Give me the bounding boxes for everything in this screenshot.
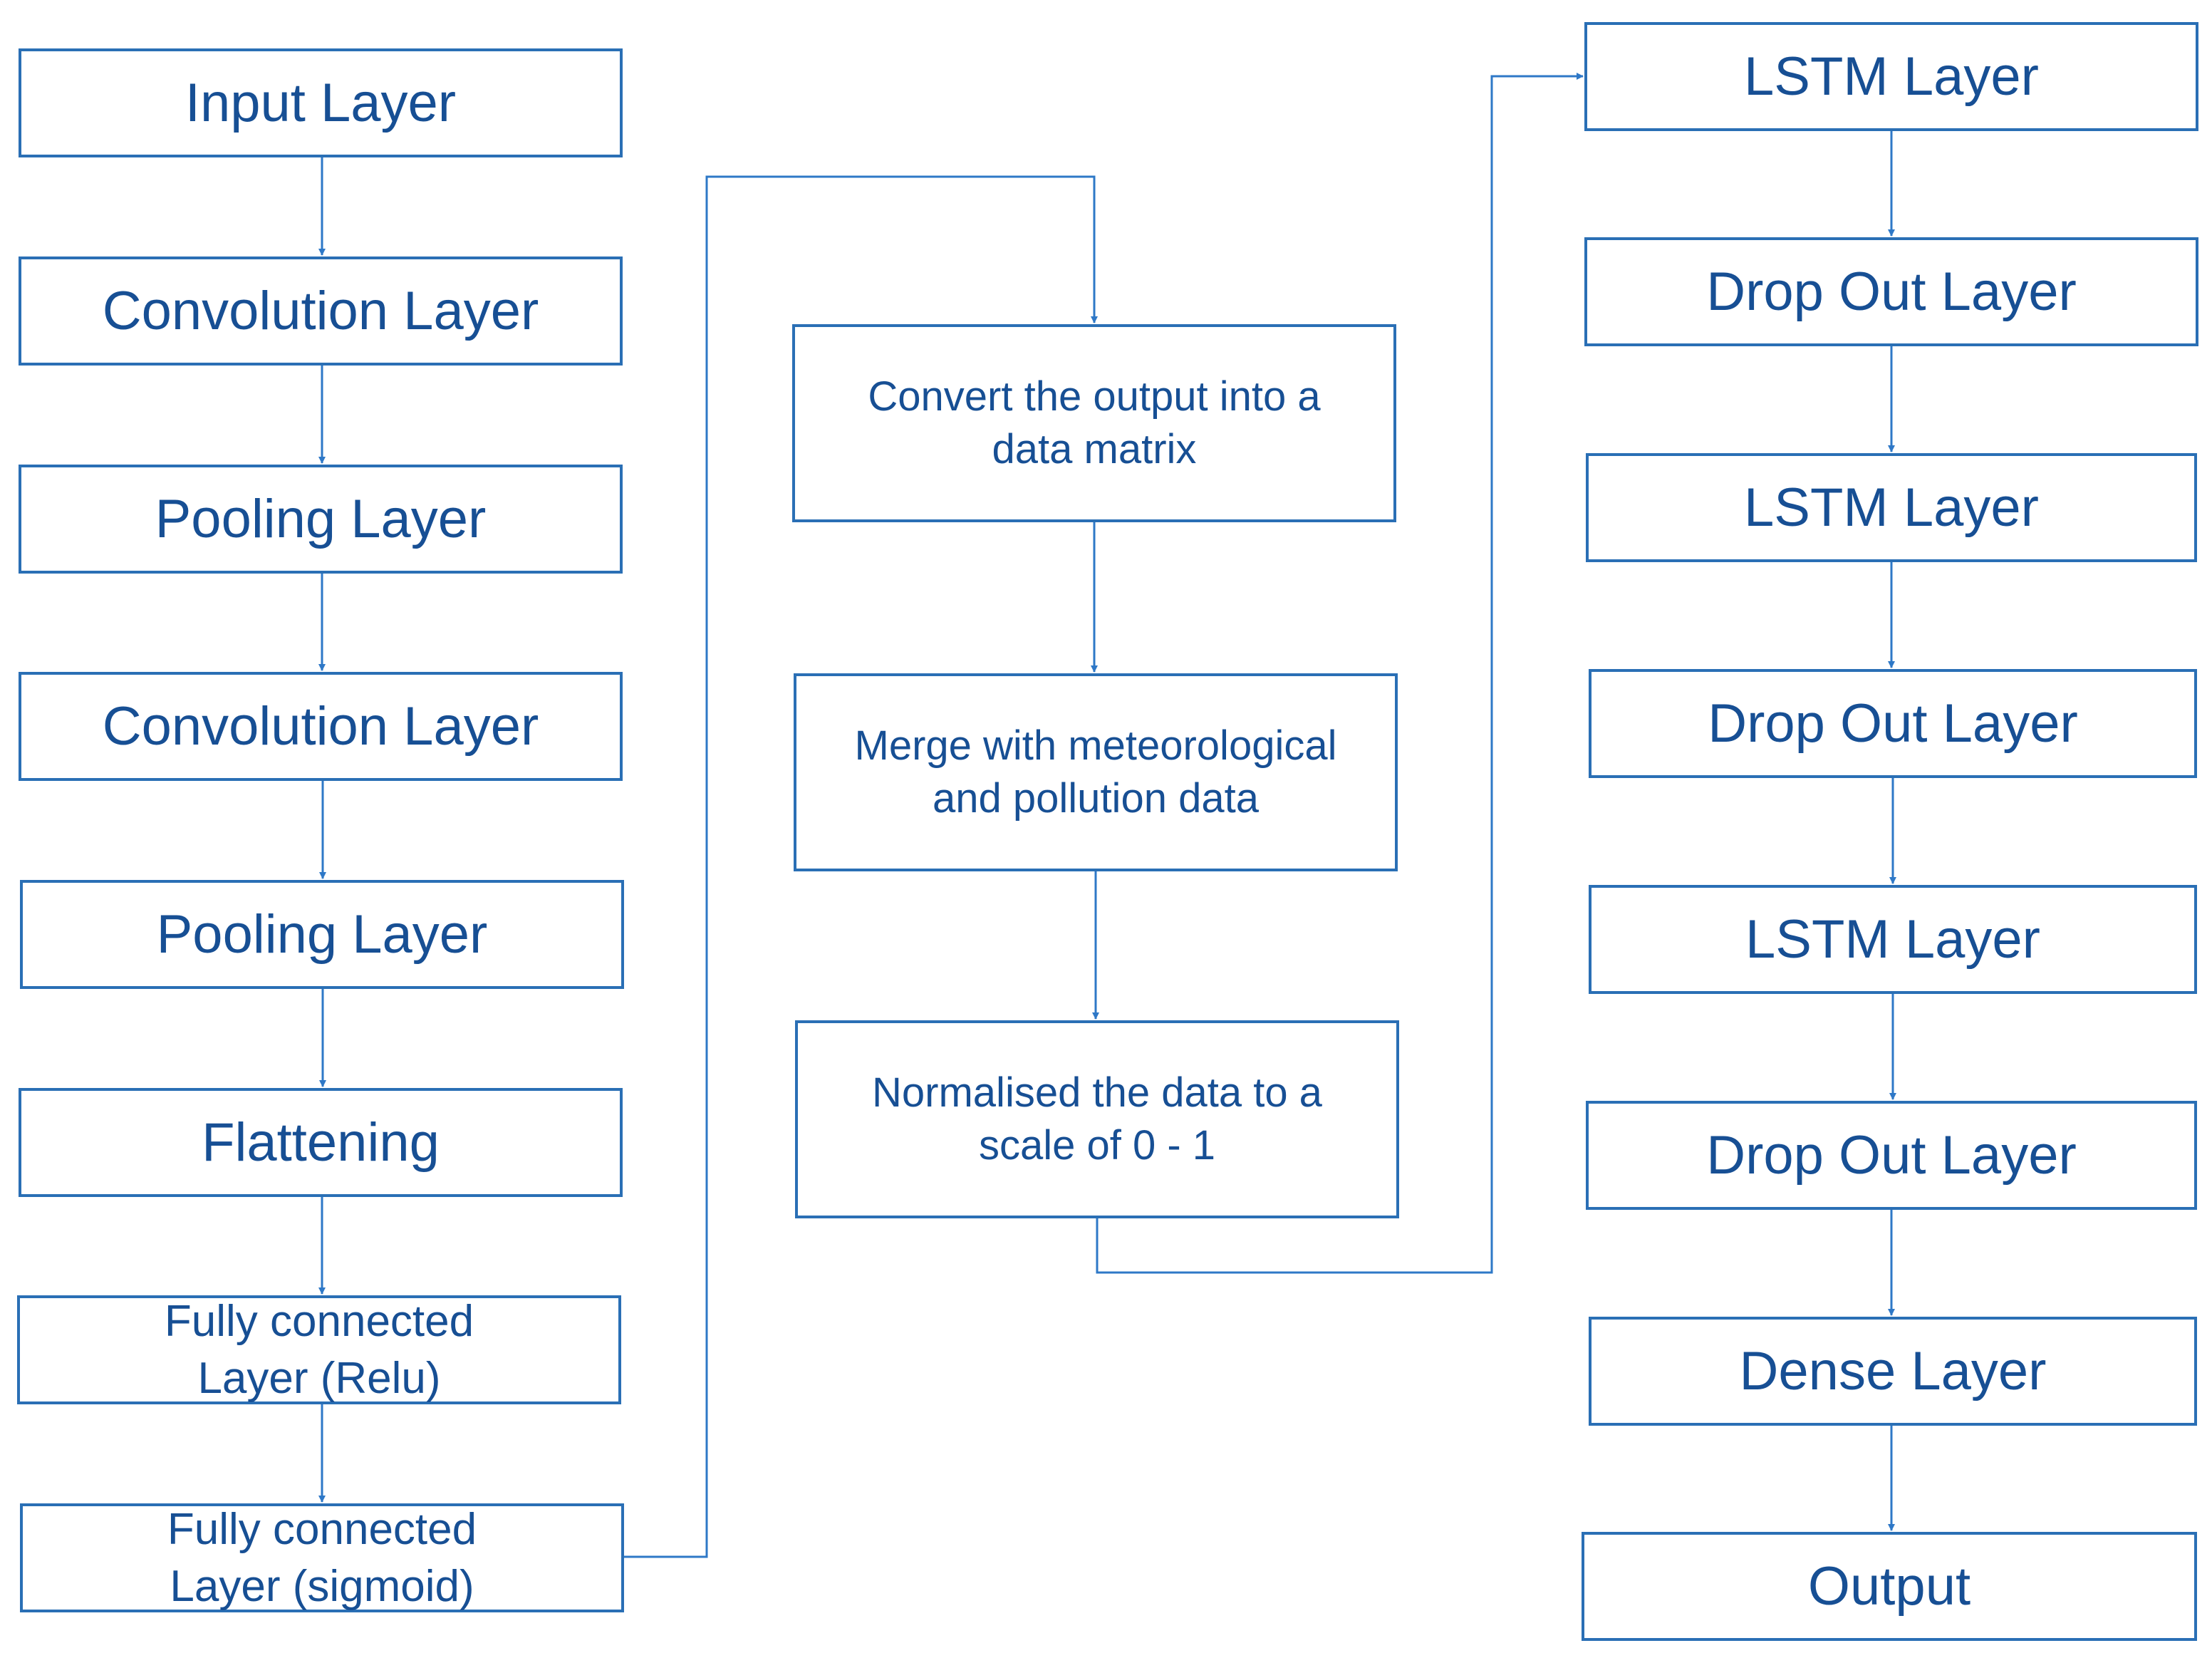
convolution-layer-box-2: Convolution Layer xyxy=(19,672,623,781)
dropout-layer-box-2: Drop Out Layer xyxy=(1589,669,2197,778)
dropout-layer-box-1: Drop Out Layer xyxy=(1584,237,2198,346)
fully-connected-relu-box: Fully connected Layer (Relu) xyxy=(17,1295,621,1404)
input-layer-box: Input Layer xyxy=(19,48,623,157)
fully-connected-sigmoid-box: Fully connected Layer (sigmoid) xyxy=(20,1503,624,1612)
dense-layer-box: Dense Layer xyxy=(1589,1317,2197,1426)
arrow-normalise-to-lstm1 xyxy=(1096,73,1584,1274)
convert-to-data-matrix-box: Convert the output into a data matrix xyxy=(792,324,1396,522)
lstm-layer-box-1: LSTM Layer xyxy=(1584,22,2198,131)
normalise-data-box: Normalised the data to a scale of 0 - 1 xyxy=(795,1020,1399,1218)
convolution-layer-box-1: Convolution Layer xyxy=(19,256,623,366)
lstm-layer-box-2: LSTM Layer xyxy=(1586,453,2197,562)
pooling-layer-box-2: Pooling Layer xyxy=(20,880,624,989)
dropout-layer-box-3: Drop Out Layer xyxy=(1586,1101,2197,1210)
arrow-fc-sigmoid-to-convert xyxy=(624,175,1098,1558)
output-box: Output xyxy=(1582,1532,2197,1641)
flattening-box: Flattening xyxy=(19,1088,623,1197)
lstm-layer-box-3: LSTM Layer xyxy=(1589,885,2197,994)
merge-meteorological-pollution-box: Merge with meteorological and pollution … xyxy=(794,673,1398,871)
pooling-layer-box-1: Pooling Layer xyxy=(19,465,623,574)
